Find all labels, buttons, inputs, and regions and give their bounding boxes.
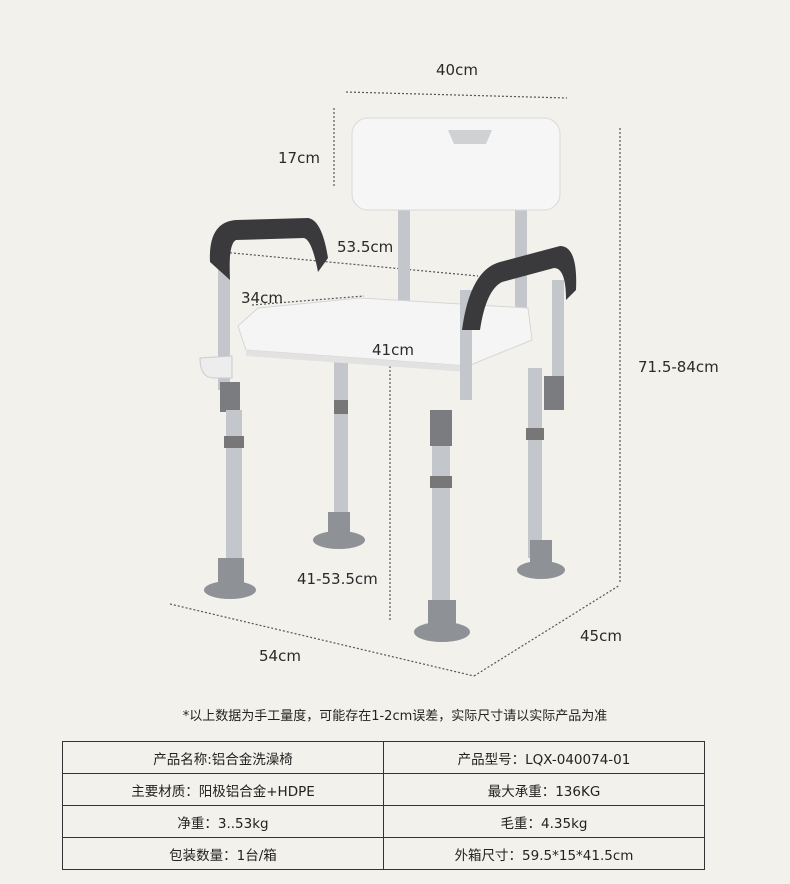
spec-product-name: 产品名称:铝合金洗澡椅 — [62, 741, 384, 774]
spec-net-weight: 净重：3..53kg — [62, 805, 384, 838]
dimension-seat-height: 41-53.5cm — [297, 570, 378, 588]
dimension-top-width: 40cm — [436, 61, 478, 79]
shower-chair-illustration — [169, 91, 621, 677]
spec-max-load: 最大承重：136KG — [383, 773, 705, 806]
table-row: 包装数量：1台/箱 外箱尺寸：59.5*15*41.5cm — [62, 837, 705, 870]
spec-gross-weight: 毛重：4.35kg — [383, 805, 705, 838]
measurement-note: *以上数据为手工量度，可能存在1-2cm误差，实际尺寸请以实际产品为准 — [182, 709, 608, 724]
dimension-armrest-span: 53.5cm — [337, 238, 394, 256]
spec-table: 产品名称:铝合金洗澡椅 产品型号：LQX-040074-01 主要材质：阳极铝合… — [62, 741, 705, 870]
table-row: 净重：3..53kg 毛重：4.35kg — [62, 805, 705, 838]
dimension-base-depth: 45cm — [580, 627, 622, 645]
dimension-base-width: 54cm — [259, 647, 301, 665]
table-row: 产品名称:铝合金洗澡椅 产品型号：LQX-040074-01 — [62, 741, 705, 774]
right-armrest — [414, 246, 577, 642]
spec-model: 产品型号：LQX-040074-01 — [383, 741, 705, 774]
seat — [237, 297, 533, 372]
spec-carton-size: 外箱尺寸：59.5*15*41.5cm — [383, 837, 705, 870]
back-legs — [313, 360, 565, 579]
dimension-seat-width: 41cm — [372, 341, 414, 359]
spec-material: 主要材质：阳极铝合金+HDPE — [62, 773, 384, 806]
dimension-backrest-height: 17cm — [278, 149, 320, 167]
dimension-seat-depth: 34cm — [241, 289, 283, 307]
spec-package-qty: 包装数量：1台/箱 — [62, 837, 384, 870]
dimension-total-height: 71.5-84cm — [638, 358, 719, 376]
table-row: 主要材质：阳极铝合金+HDPE 最大承重：136KG — [62, 773, 705, 806]
left-armrest — [199, 218, 328, 599]
backrest — [351, 117, 561, 314]
